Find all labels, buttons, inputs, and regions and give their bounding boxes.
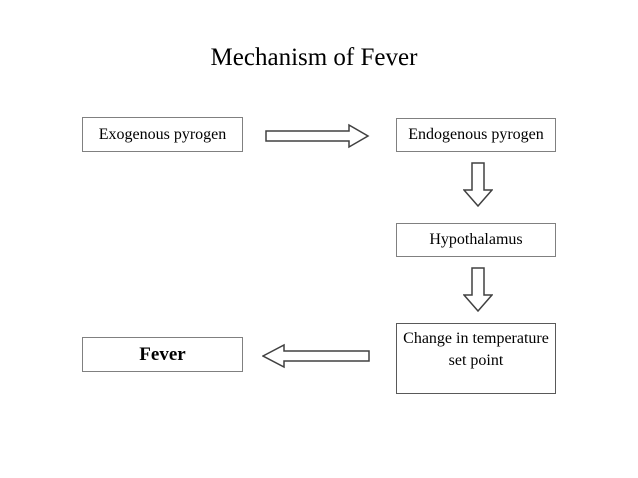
arrow-left-icon xyxy=(262,343,370,369)
box-hypothalamus: Hypothalamus xyxy=(396,223,556,257)
arrow-right-icon xyxy=(265,123,370,149)
box-change-in-temperature-set-point: Change in temperature set point xyxy=(396,323,556,394)
arrow-down-icon xyxy=(463,267,493,312)
box-endogenous-pyrogen: Endogenous pyrogen xyxy=(396,118,556,152)
box-fever: Fever xyxy=(82,337,243,372)
box-fever-label: Fever xyxy=(139,343,186,365)
arrow-down-icon xyxy=(463,162,493,207)
box-set-point-label-line1: Change in temperature xyxy=(403,330,549,347)
box-endogenous-pyrogen-label: Endogenous pyrogen xyxy=(408,126,544,143)
box-exogenous-pyrogen-label: Exogenous pyrogen xyxy=(98,125,227,143)
box-set-point-label-line2: set point xyxy=(448,352,504,369)
box-exogenous-pyrogen: Exogenous pyrogen xyxy=(82,117,243,152)
slide-title: Mechanism of Fever xyxy=(210,44,418,71)
box-hypothalamus-label: Hypothalamus xyxy=(429,231,523,248)
